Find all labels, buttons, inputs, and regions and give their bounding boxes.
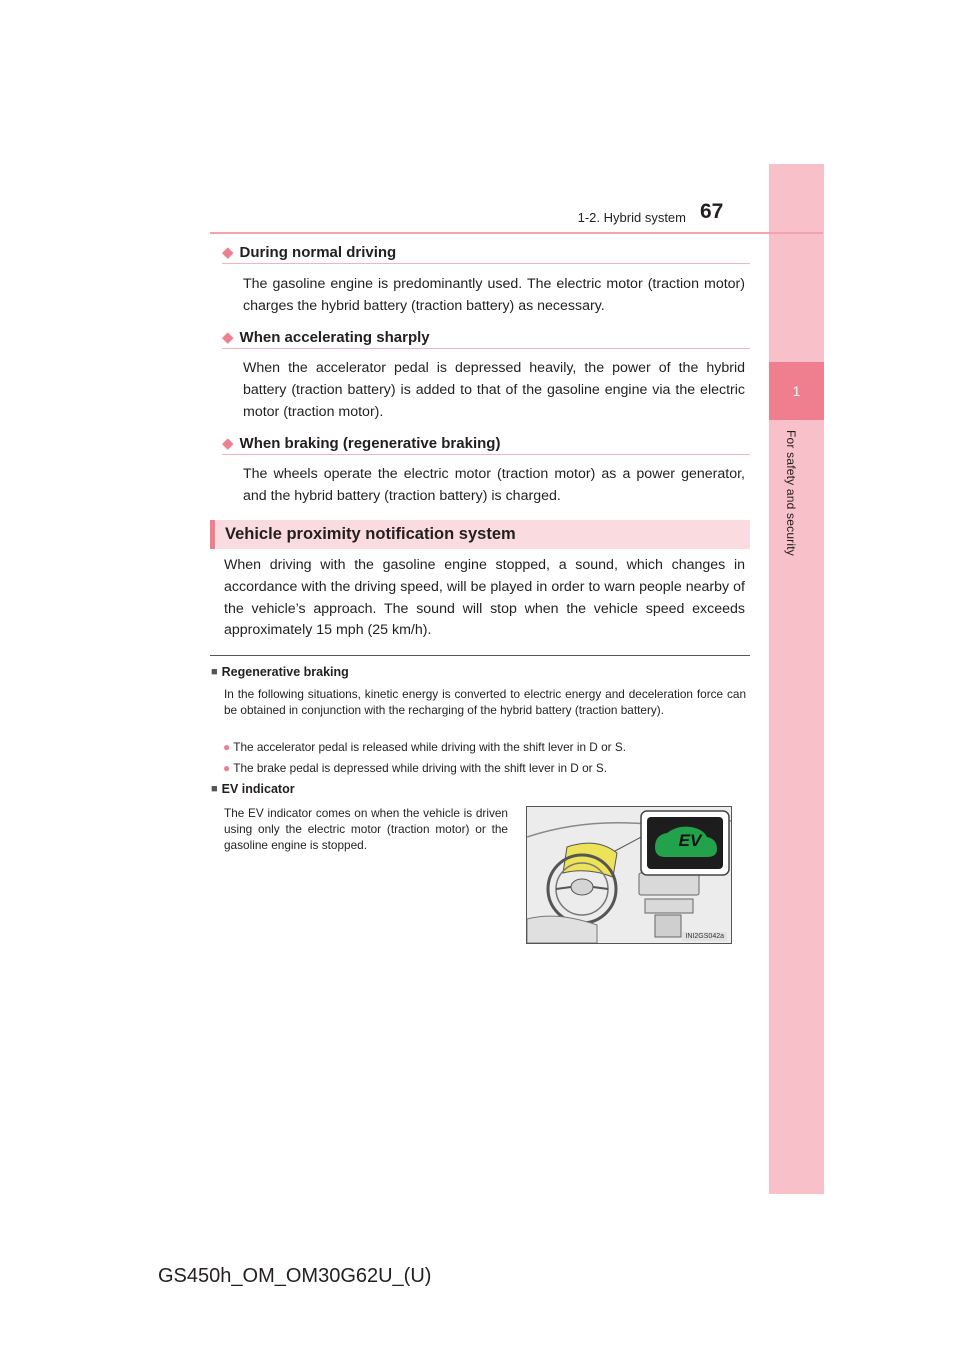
list-item: ● The brake pedal is depressed while dri… [223,761,607,775]
subsection-heading: ◆ When accelerating sharply [222,326,750,349]
chapter-title: For safety and security [784,430,798,556]
subsection-heading: ◆ During normal driving [222,241,750,264]
note-title: Regenerative braking [221,665,349,679]
list-item-text: The brake pedal is depressed while drivi… [233,761,608,775]
diamond-icon: ◆ [222,435,234,452]
subsection-text: When the accelerator pedal is depressed … [243,360,745,420]
bullet-dot-icon: ● [223,761,231,775]
note-heading: ■ Regenerative braking [211,665,349,679]
note-heading: ■ EV indicator [211,782,295,796]
subsection-title: When accelerating sharply [239,328,430,346]
chapter-number: 1 [769,362,824,420]
note-title: EV indicator [221,782,295,796]
illustration-code: INI2GS042a [682,932,727,941]
ev-indicator-icon [655,826,717,857]
notes-divider [210,655,750,656]
section-title-bar: Vehicle proximity notification system [210,520,750,549]
list-item: ● The accelerator pedal is released whil… [223,740,626,754]
subsection-heading: ◆ When braking (regenerative braking) [222,432,750,455]
ev-indicator-label: EV [678,831,702,850]
subsection-title: During normal driving [239,243,397,261]
diamond-icon: ◆ [222,329,234,346]
note-text: In the following situations, kinetic ene… [224,687,746,718]
section-header: 1-2. Hybrid system [577,210,686,225]
ev-indicator-illustration: EV INI2GS042a [526,806,732,944]
page-number: 67 [700,200,724,223]
list-item-text: The accelerator pedal is released while … [233,740,627,754]
note-text: The EV indicator comes on when the vehic… [224,806,508,853]
header-rule [210,232,823,234]
subsection-text: The gasoline engine is predominantly use… [243,276,745,314]
diamond-icon: ◆ [222,244,234,261]
section-title: Vehicle proximity notification system [225,525,516,543]
chapter-side-tab [769,164,824,1194]
document-id: GS450h_OM_OM30G62U_(U) [158,1265,432,1287]
section-text: When driving with the gasoline engine st… [224,557,745,639]
square-bullet-icon: ■ [211,666,218,678]
bullet-dot-icon: ● [223,740,231,754]
subsection-text: The wheels operate the electric motor (t… [243,466,745,504]
square-bullet-icon: ■ [211,783,218,795]
dashboard-drawing [527,807,731,943]
subsection-title: When braking (regenerative braking) [239,434,501,452]
